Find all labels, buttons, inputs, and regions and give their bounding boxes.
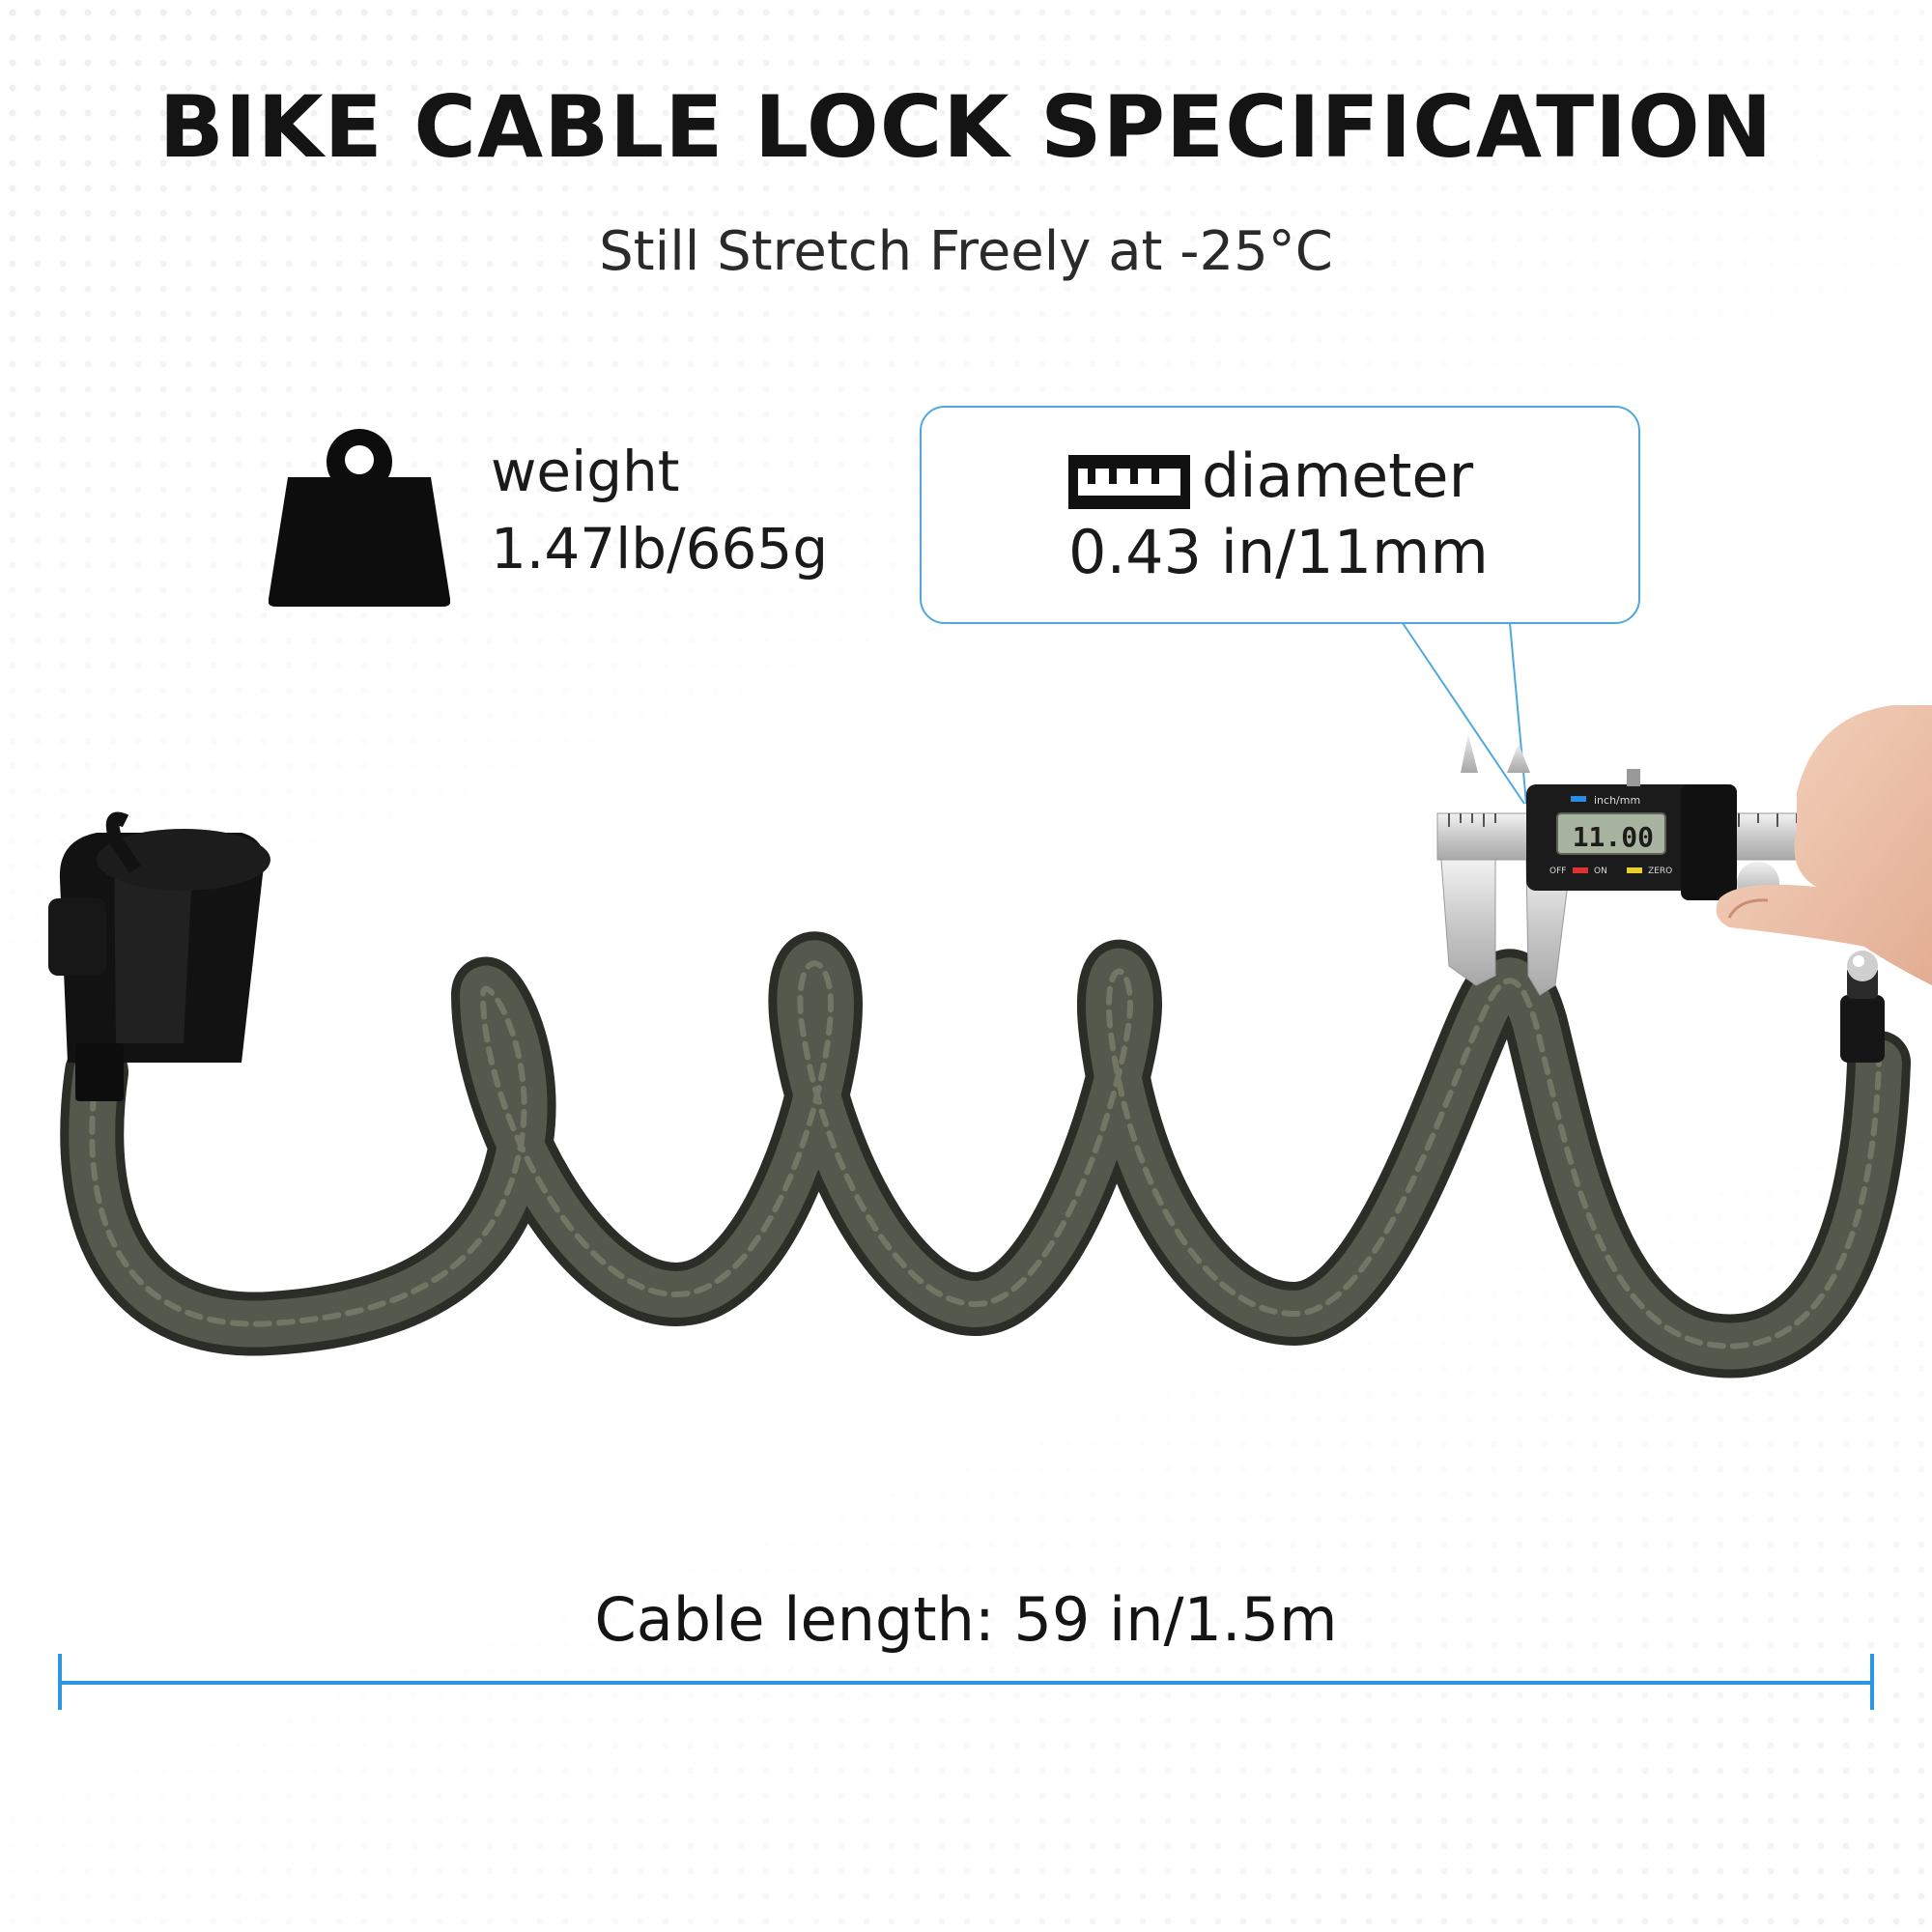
weight-spec: weight 1.47lb/665g <box>491 433 828 587</box>
cable-end-plug <box>1840 951 1885 1063</box>
hand <box>1716 705 1932 985</box>
lock-head <box>48 811 270 1101</box>
diameter-value: 0.43 in/11mm <box>1068 517 1489 587</box>
weight-label: weight <box>491 439 680 504</box>
weight-value: 1.47lb/665g <box>491 516 829 582</box>
diameter-label: diameter <box>1202 440 1474 511</box>
caliper-on-label: ON <box>1594 867 1607 876</box>
caliper-reading: 11.00 <box>1573 821 1654 853</box>
page-title: BIKE CABLE LOCK SPECIFICATION <box>158 77 1774 177</box>
diameter-callout <box>920 406 1640 624</box>
page-subtitle: Still Stretch Freely at -25°C <box>599 220 1333 283</box>
coiled-cable <box>60 931 1911 1378</box>
caliper-zero-label: ZERO <box>1648 867 1672 876</box>
weight-icon <box>269 429 450 607</box>
caliper-off-label: OFF <box>1549 867 1566 876</box>
digital-caliper: 11.00 inch/mm OFF ON ZERO <box>1436 734 1932 996</box>
caliper-unit-label: inch/mm <box>1594 794 1640 807</box>
ruler-icon <box>1068 455 1190 509</box>
cable-length-label: Cable length: 59 in/1.5m <box>594 1584 1338 1655</box>
